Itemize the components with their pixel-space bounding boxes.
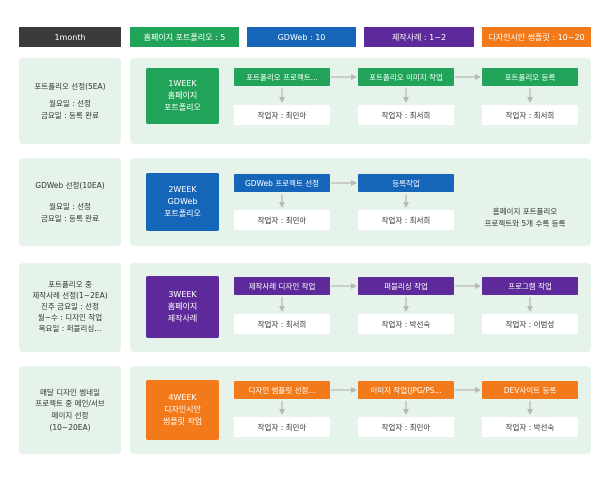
header-col-design: 디자인시안 썸플릿 : 10~20 bbox=[482, 27, 591, 47]
row-2-task-1: GDWeb 프로젝트 선정 bbox=[234, 174, 330, 192]
row-3-line-3: 진주 금요일 : 선정 bbox=[41, 302, 99, 312]
row-4-line-2: 프로젝트 중 메인/서브 bbox=[35, 399, 105, 409]
row-2-worker-2: 작업자 : 최서희 bbox=[358, 210, 454, 230]
row-1-worker-3: 작업자 : 최서희 bbox=[482, 105, 578, 125]
row-1-worker-2: 작업자 : 최서희 bbox=[358, 105, 454, 125]
row-1-line-4: 금요일 : 등록 완료 bbox=[41, 110, 99, 120]
row-3-line-5: 목요일 : 퍼블리싱... bbox=[38, 323, 102, 333]
row-1-line-1: 포트폴리오 선정(5EA) bbox=[34, 81, 106, 91]
row-4-week-label: 4WEEK bbox=[168, 393, 197, 402]
row-1-week-label: 1WEEK bbox=[168, 79, 197, 88]
row-1-week-box: 1WEEK 홈페이지 포트폴리오 bbox=[146, 68, 219, 124]
row-4-description: 매달 디자인 썸네일 프로젝트 중 메인/서브 페이지 선정 (10~20EA) bbox=[19, 366, 121, 454]
row-3-task-1: 제작사례 디자인 작업 bbox=[234, 277, 330, 295]
row-4-worker-1: 작업자 : 최민아 bbox=[234, 417, 330, 437]
row-2-note: 홈페이지 포트폴리오 프로젝트와 5개 수록 등록 bbox=[466, 206, 584, 230]
row-3-week-sub1: 홈페이지 bbox=[167, 302, 198, 311]
row-2-week-label: 2WEEK bbox=[168, 185, 197, 194]
row-1-task-1: 포트폴리오 프로젝트... bbox=[234, 68, 330, 86]
header-col-cases: 제작사례 : 1~2 bbox=[364, 27, 474, 47]
row-3-worker-3: 작업자 : 이범성 bbox=[482, 314, 578, 334]
row-2-week-sub2: 포트폴리오 bbox=[164, 209, 201, 218]
row-4-week-sub1: 디자인시안 bbox=[164, 405, 201, 414]
header-month: 1month bbox=[19, 27, 121, 47]
row-4-task-1: 디자인 썸플릿 선정... bbox=[234, 381, 330, 399]
header-col-homepage: 홈페이지 포트폴리오 : 5 bbox=[130, 27, 239, 47]
row-1-task-2: 포트폴리오 이미지 작업 bbox=[358, 68, 454, 86]
row-4-line-1: 매달 디자인 썸네일 bbox=[40, 387, 100, 397]
row-3-description: 포트폴리오 중 제작사례 선정(1~2EA) 진주 금요일 : 선정 월~수 :… bbox=[19, 263, 121, 352]
row-1-week-sub2: 포트폴리오 bbox=[164, 103, 201, 112]
row-3-worker-2: 작업자 : 박선숙 bbox=[358, 314, 454, 334]
header-col-gdweb: GDWeb : 10 bbox=[247, 27, 356, 47]
row-4-line-3: 페이지 선정 bbox=[51, 411, 89, 420]
row-2-week-box: 2WEEK GDWeb 포트폴리오 bbox=[146, 173, 219, 231]
row-3-line-1: 포트폴리오 중 bbox=[48, 280, 92, 290]
row-2-line-3: 월요일 : 선정 bbox=[49, 202, 91, 212]
row-1-line-3: 월요일 : 선정 bbox=[49, 99, 91, 109]
row-1-worker-1: 작업자 : 최민아 bbox=[234, 105, 330, 125]
row-1-week-sub1: 홈페이지 bbox=[167, 91, 198, 100]
row-3-task-2: 퍼블리싱 작업 bbox=[358, 277, 454, 295]
row-4-week-sub2: 썸플릿 작업 bbox=[162, 417, 203, 426]
row-3-worker-1: 작업자 : 최서희 bbox=[234, 314, 330, 334]
row-3-line-2: 제작사례 선정(1~2EA) bbox=[32, 291, 108, 301]
row-2-description: GDWeb 선정(10EA) 월요일 : 선정 금요일 : 등록 완료 bbox=[19, 158, 121, 246]
row-4-worker-2: 작업자 : 최민아 bbox=[358, 417, 454, 437]
row-4-task-3: DEV사이트 등록 bbox=[482, 381, 578, 399]
row-2-line-1: GDWeb 선정(10EA) bbox=[35, 180, 105, 190]
row-3-week-label: 3WEEK bbox=[168, 290, 197, 299]
row-4-worker-3: 작업자 : 박선숙 bbox=[482, 417, 578, 437]
row-3-week-box: 3WEEK 홈페이지 제작사례 bbox=[146, 276, 219, 338]
row-2-worker-1: 작업자 : 최민아 bbox=[234, 210, 330, 230]
row-4-line-4: (10~20EA) bbox=[49, 422, 91, 432]
row-3-task-3: 프로그램 작업 bbox=[482, 277, 578, 295]
row-3-line-4: 월~수 : 디자인 작업 bbox=[37, 312, 103, 322]
row-2-line-4: 금요일 : 등록 완료 bbox=[41, 213, 99, 223]
row-2-task-2: 등록작업 bbox=[358, 174, 454, 192]
row-2-note-line-2: 프로젝트와 5개 수록 등록 bbox=[484, 219, 566, 228]
row-2-note-line-1: 홈페이지 포트폴리오 bbox=[492, 207, 558, 216]
row-1-description: 포트폴리오 선정(5EA) 월요일 : 선정 금요일 : 등록 완료 bbox=[19, 58, 121, 144]
row-4-week-box: 4WEEK 디자인시안 썸플릿 작업 bbox=[146, 380, 219, 440]
row-3-week-sub2: 제작사례 bbox=[167, 314, 198, 323]
row-2-week-sub1: GDWeb bbox=[167, 197, 198, 206]
row-1-task-3: 포트폴리오 등록 bbox=[482, 68, 578, 86]
row-4-task-2: 이미지 작업(JPG/PS... bbox=[358, 381, 454, 399]
